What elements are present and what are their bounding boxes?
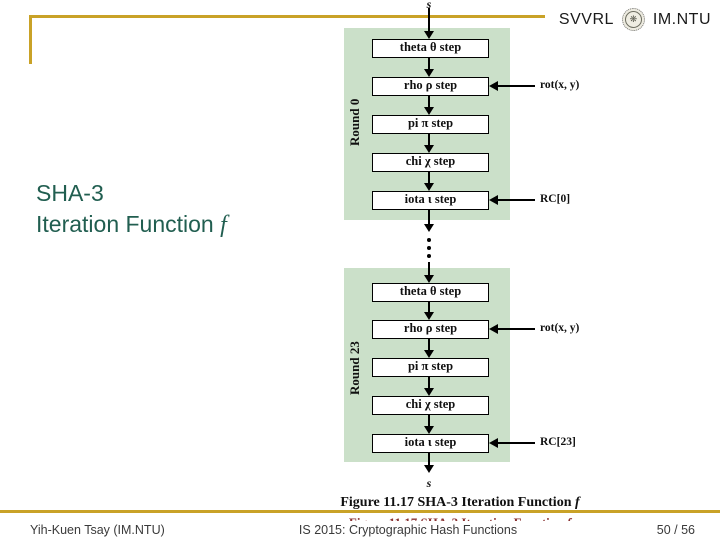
ntu-seal-icon: ❋ [621,8,645,31]
ntu-seal-emblem: ❋ [624,11,642,28]
down-arrowhead-icon [424,183,434,191]
down-arrowhead-icon [424,426,434,434]
caption-f-symbol: f [574,495,580,510]
round0-rho-step-box: rho ρ step [372,77,489,96]
ellipsis-dot [427,238,431,242]
round0-label: Round 0 [347,98,362,146]
flow-arrow-line [428,339,430,350]
caption-echo-clipped: Figure 11.17 SHA-3 Iteration Function f [260,515,660,521]
bottom-gold-rule [0,510,720,513]
round23-theta-step-box: theta θ step [372,283,489,302]
left-arrowhead-icon [489,195,498,205]
left-arrowhead-icon [489,438,498,448]
down-arrowhead-icon [424,350,434,358]
header-group-svvrl: SVVRL [558,10,614,28]
flow-arrow-line [428,262,430,275]
round23-label: Round 23 [347,341,362,395]
title-line2: Iteration Function f [36,211,227,238]
round0-rot-label: rot(x, y) [540,79,580,91]
round0-chi-step-box: chi χ step [372,153,489,172]
state-output-label: s [426,476,432,490]
flow-arrow-line [428,210,430,224]
down-arrowhead-icon [424,145,434,153]
flow-arrow-line [428,415,430,426]
round23-rho-step-box: rho ρ step [372,320,489,339]
flow-arrow-line [428,134,430,145]
header-group-imntu: IM.NTU [652,10,711,28]
ellipsis-dot [427,246,431,250]
round0-pi-step-box: pi π step [372,115,489,134]
header: SVVRL ❋ IM.NTU [559,8,711,31]
page-title: SHA-3 Iteration Function f [36,178,227,241]
round23-rc-label: RC[23] [540,436,576,448]
flow-arrow-line [428,301,430,312]
down-arrowhead-icon [424,465,434,473]
flow-arrow-line [428,96,430,107]
footer-page-number: 50 / 56 [656,523,695,537]
title-f-symbol: f [220,212,227,238]
flow-arrow-line [428,377,430,388]
down-arrowhead-icon [424,275,434,283]
left-arrowhead-icon [489,324,498,334]
flow-arrow-line [428,58,430,69]
down-arrowhead-icon [424,69,434,77]
round23-pi-step-box: pi π step [372,358,489,377]
down-arrowhead-icon [424,224,434,232]
title-line1: SHA-3 [36,180,104,206]
round0-rc-label: RC[0] [540,193,571,205]
footer-course: IS 2015: Cryptographic Hash Functions [298,523,518,537]
round0-iota-step-box: iota ι step [372,191,489,210]
round23-iota-step-box: iota ι step [372,434,489,453]
down-arrowhead-icon [424,312,434,320]
footer-author: Yih-Kuen Tsay (IM.NTU) [30,523,165,537]
ellipsis-dot [427,254,431,258]
round23-rot-label: rot(x, y) [540,322,580,334]
figure-caption: Figure 11.17 SHA-3 Iteration Function f [340,495,580,510]
top-gold-rule [29,15,545,18]
down-arrowhead-icon [424,31,434,39]
left-arrowhead-icon [489,81,498,91]
flow-arrow-line [428,8,430,31]
footer: Yih-Kuen Tsay (IM.NTU) IS 2015: Cryptogr… [0,521,720,540]
state-input-label: s [426,0,432,11]
flow-arrow-line [428,172,430,183]
rot-input-line [497,85,535,87]
flow-arrow-line [428,453,430,465]
rc-input-line [497,199,535,201]
round23-chi-step-box: chi χ step [372,396,489,415]
down-arrowhead-icon [424,107,434,115]
rot-input-line [497,328,535,330]
rc-input-line [497,442,535,444]
left-gold-rule [29,15,32,64]
round0-theta-step-box: theta θ step [372,39,489,58]
down-arrowhead-icon [424,388,434,396]
